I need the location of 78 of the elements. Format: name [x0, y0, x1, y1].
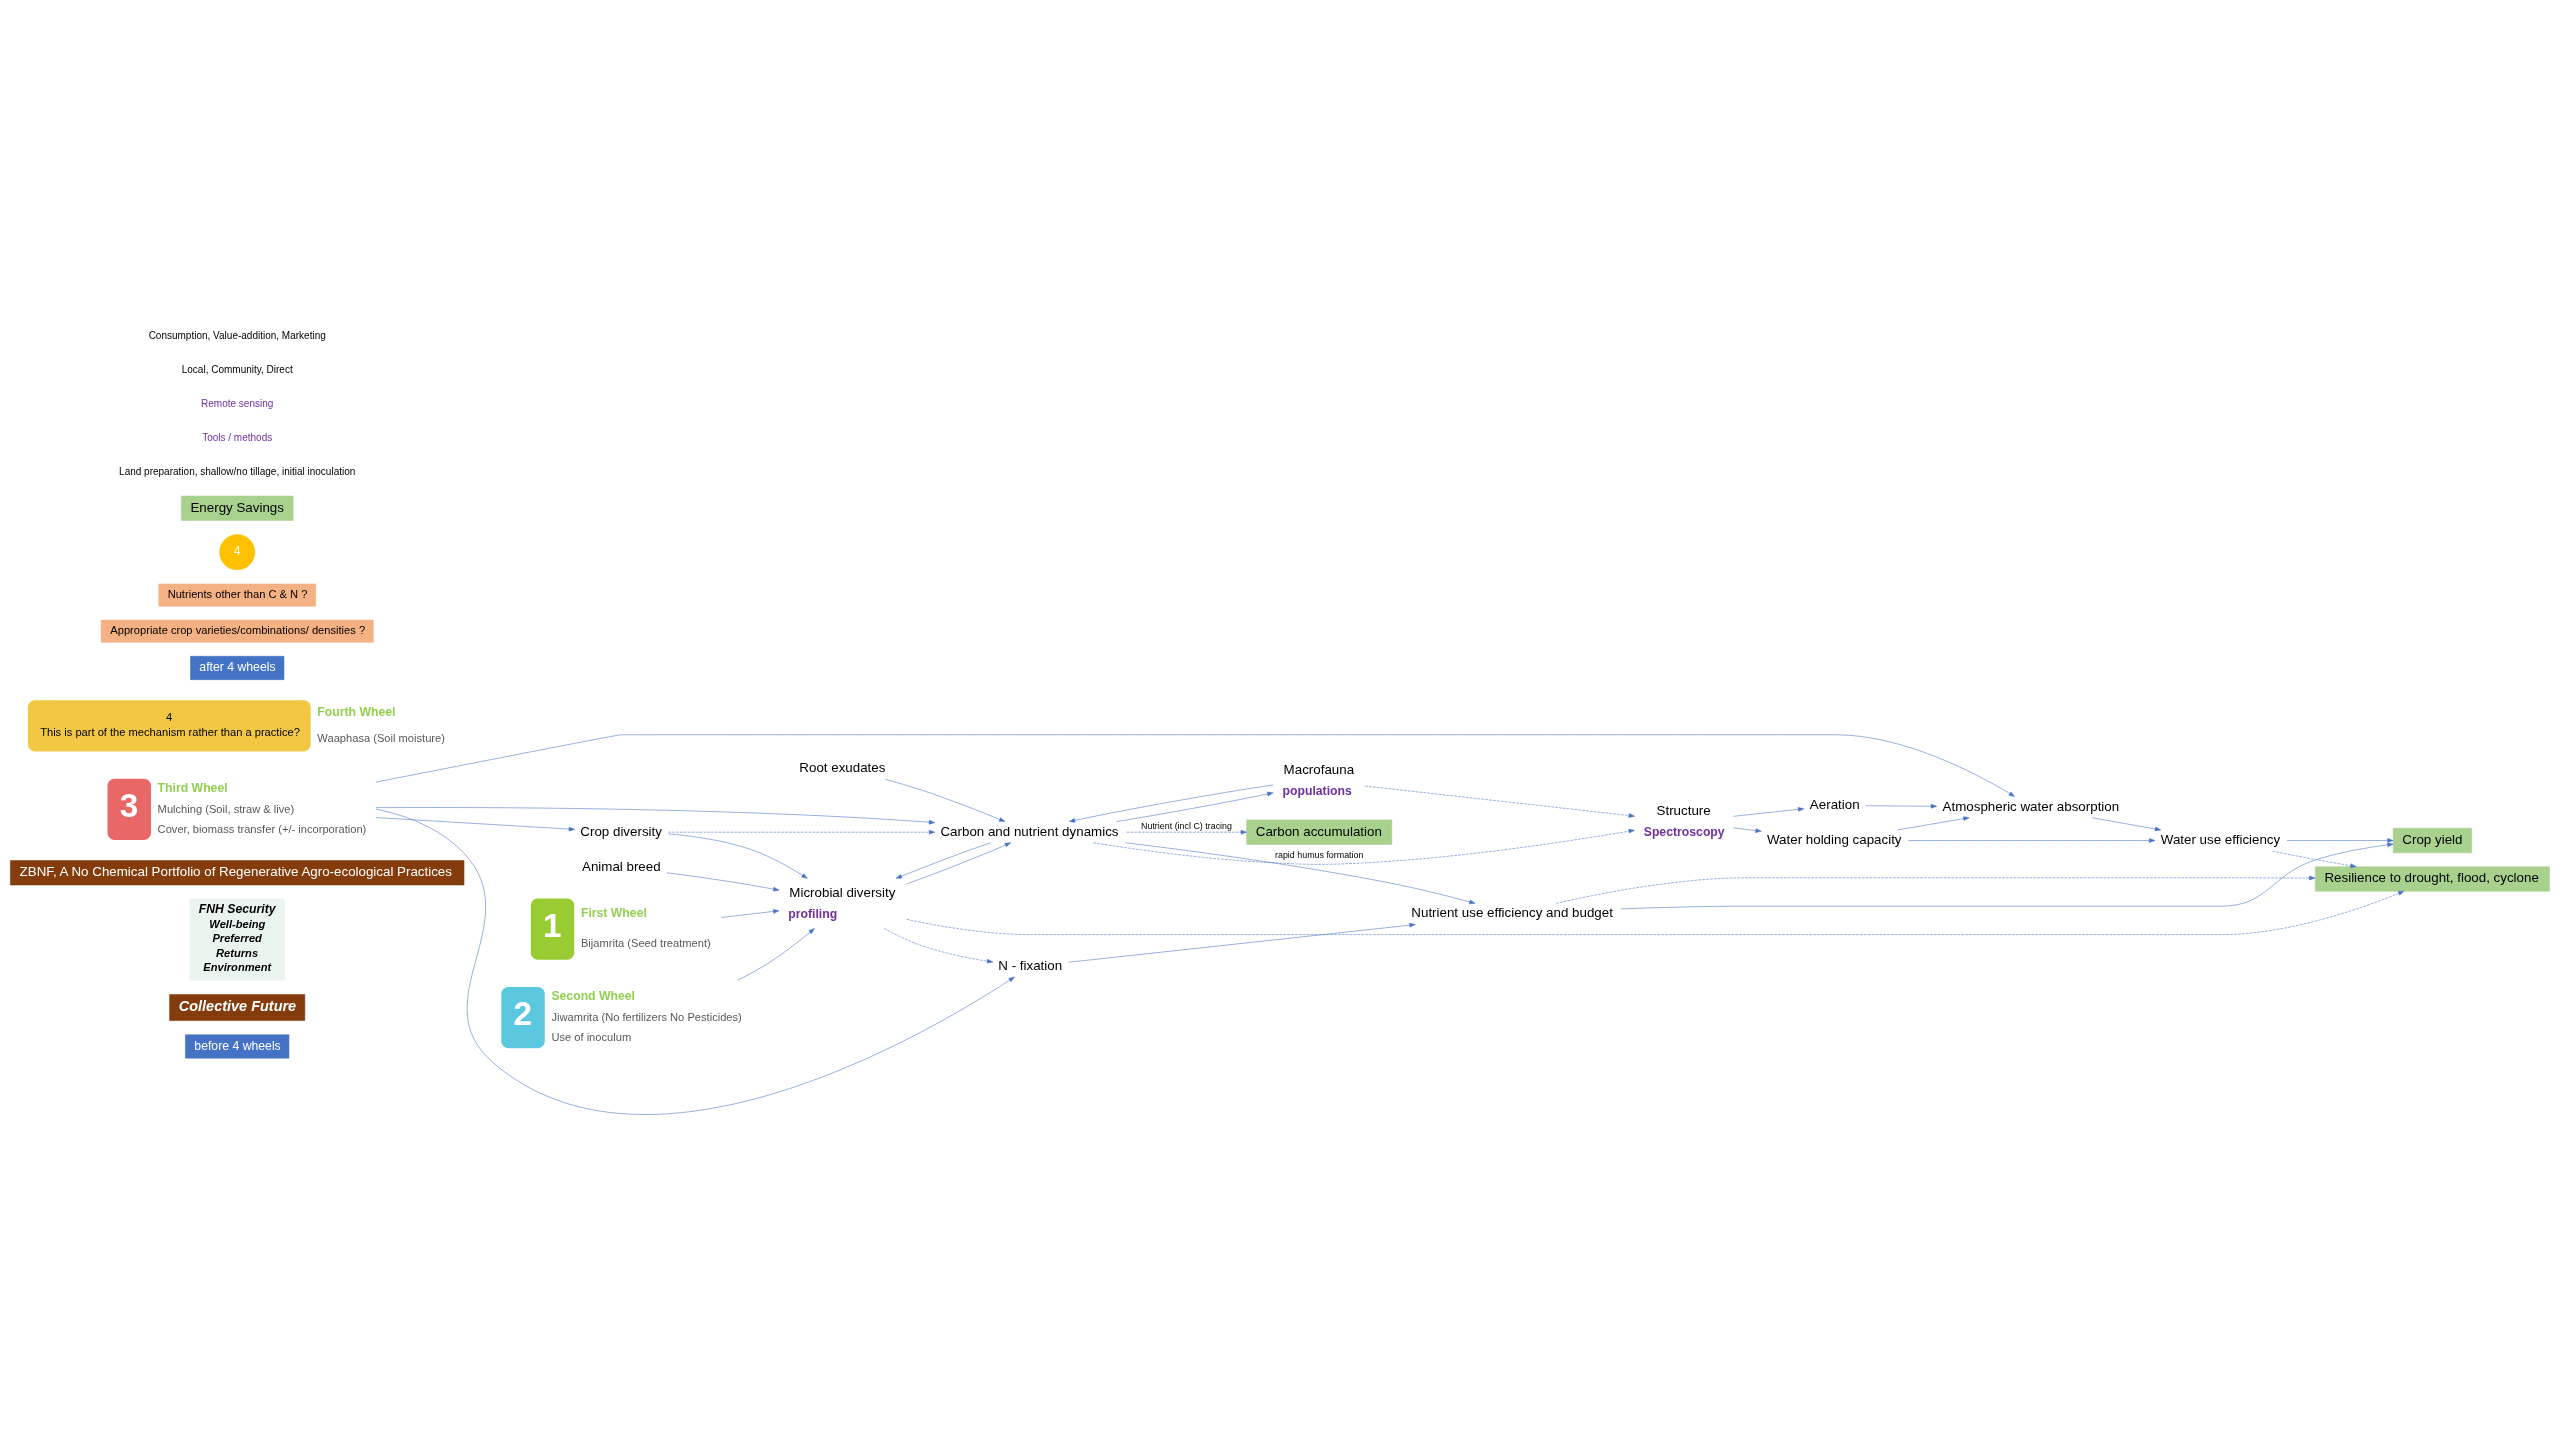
- node-box: Energy Savings: [181, 495, 294, 521]
- node-text: Carbon and nutrient dynamics: [940, 823, 1119, 839]
- label: Land preparation, shallow/no tillage, initial inoculation: [119, 465, 356, 476]
- node-label: Bijamrita (Seed treatment): [580, 936, 711, 949]
- node-label: Fourth Wheel: [317, 704, 396, 719]
- node-text: Water holding capacity: [1767, 831, 1902, 847]
- node-box: 3: [107, 778, 151, 840]
- node-circle: 4: [219, 533, 256, 570]
- arrow: [375, 734, 2015, 797]
- node-label: Spectroscopy: [1643, 824, 1725, 839]
- arrow: [1733, 827, 1762, 833]
- node-text: Animal breed: [582, 858, 661, 874]
- label: Remote sensing: [201, 397, 274, 409]
- node-text: Microbial diversity: [789, 884, 896, 900]
- node-text: Nutrient use efficiency and budget: [1411, 904, 1613, 920]
- node-label: Third Wheel: [157, 780, 228, 795]
- node-box: before 4 wheels: [185, 1034, 290, 1058]
- arrow: [883, 927, 994, 963]
- label: Tools / methods: [202, 431, 273, 443]
- node-label: populations: [1282, 783, 1352, 798]
- label: Consumption, Value-addition, Marketing: [148, 329, 326, 341]
- arrow: [885, 778, 1006, 822]
- arrow: [737, 927, 815, 980]
- arrow: [2091, 816, 2161, 831]
- node-label: Waaphasa (Soil moisture): [317, 731, 445, 744]
- node-text: N - fixation: [998, 957, 1063, 973]
- node-label: Jiwamrita (No fertilizers No Pesticides): [551, 1010, 742, 1023]
- arrow: [720, 908, 780, 918]
- arrow: [1865, 803, 1937, 808]
- arrow: [1126, 829, 1247, 834]
- node-text: Crop diversity: [580, 823, 662, 839]
- node-box: Crop yield: [2392, 827, 2472, 853]
- arrow: [1897, 815, 1970, 830]
- arrow: [668, 833, 808, 879]
- arrow: [2286, 837, 2394, 843]
- node-text: Aeration: [1809, 796, 1860, 812]
- arrow: [1116, 791, 1274, 822]
- arrow: [2272, 850, 2357, 868]
- arrow: [375, 808, 1015, 1114]
- arrow: [1555, 875, 2316, 904]
- node-label: First Wheel: [580, 905, 647, 920]
- node-box: Appropriate crop varieties/combinations/ densities ?: [100, 619, 374, 643]
- node-text: Structure: [1656, 802, 1711, 818]
- arrow: [1620, 842, 2394, 909]
- node-box: Carbon accumulation: [1246, 819, 1393, 845]
- node-label: Second Wheel: [551, 988, 636, 1003]
- arrow: [1125, 842, 1476, 904]
- arrow: [895, 842, 991, 879]
- node-text: Water use efficiency: [2160, 831, 2281, 847]
- arrow: [1733, 806, 1805, 817]
- node-box: 4 This is part of the mechanism rather than a practice?: [27, 699, 311, 751]
- edge-label: Nutrient (incl C) tracing: [1141, 820, 1232, 831]
- node-label: Mulching (Soil, straw & live): [157, 802, 295, 815]
- node-box: 2: [501, 986, 545, 1048]
- arrow: [375, 816, 575, 831]
- node-label: Use of inoculum: [551, 1030, 632, 1043]
- node-box: after 4 wheels: [190, 655, 285, 680]
- node-text: Macrofauna: [1283, 761, 1355, 777]
- node-box: 1: [530, 897, 575, 960]
- node-text: Atmospheric water absorption: [1942, 798, 2120, 814]
- label: Local, Community, Direct: [181, 363, 293, 375]
- arrow: [666, 872, 780, 891]
- node-label: profiling: [788, 906, 838, 921]
- arrow: [375, 806, 936, 824]
- node-text: Root exudates: [799, 759, 886, 775]
- arrow: [1068, 784, 1274, 823]
- arrow: [668, 829, 936, 834]
- node-box: Collective Future: [169, 993, 306, 1021]
- node-label: Cover, biomass transfer (+/- incorporation): [157, 822, 367, 835]
- arrow: [1365, 785, 1635, 818]
- node-box: ZBNF, A No Chemical Portfolio of Regenerative Agro-ecological Practices: [10, 859, 465, 885]
- arrow: [906, 890, 2405, 935]
- arrow: [1908, 837, 2156, 843]
- arrow: [906, 842, 1011, 884]
- arrow: [1068, 922, 1416, 963]
- node-box: Nutrients other than C & N ?: [158, 583, 316, 606]
- arrow: [1093, 828, 1635, 865]
- edge-label: rapid humus formation: [1275, 849, 1364, 860]
